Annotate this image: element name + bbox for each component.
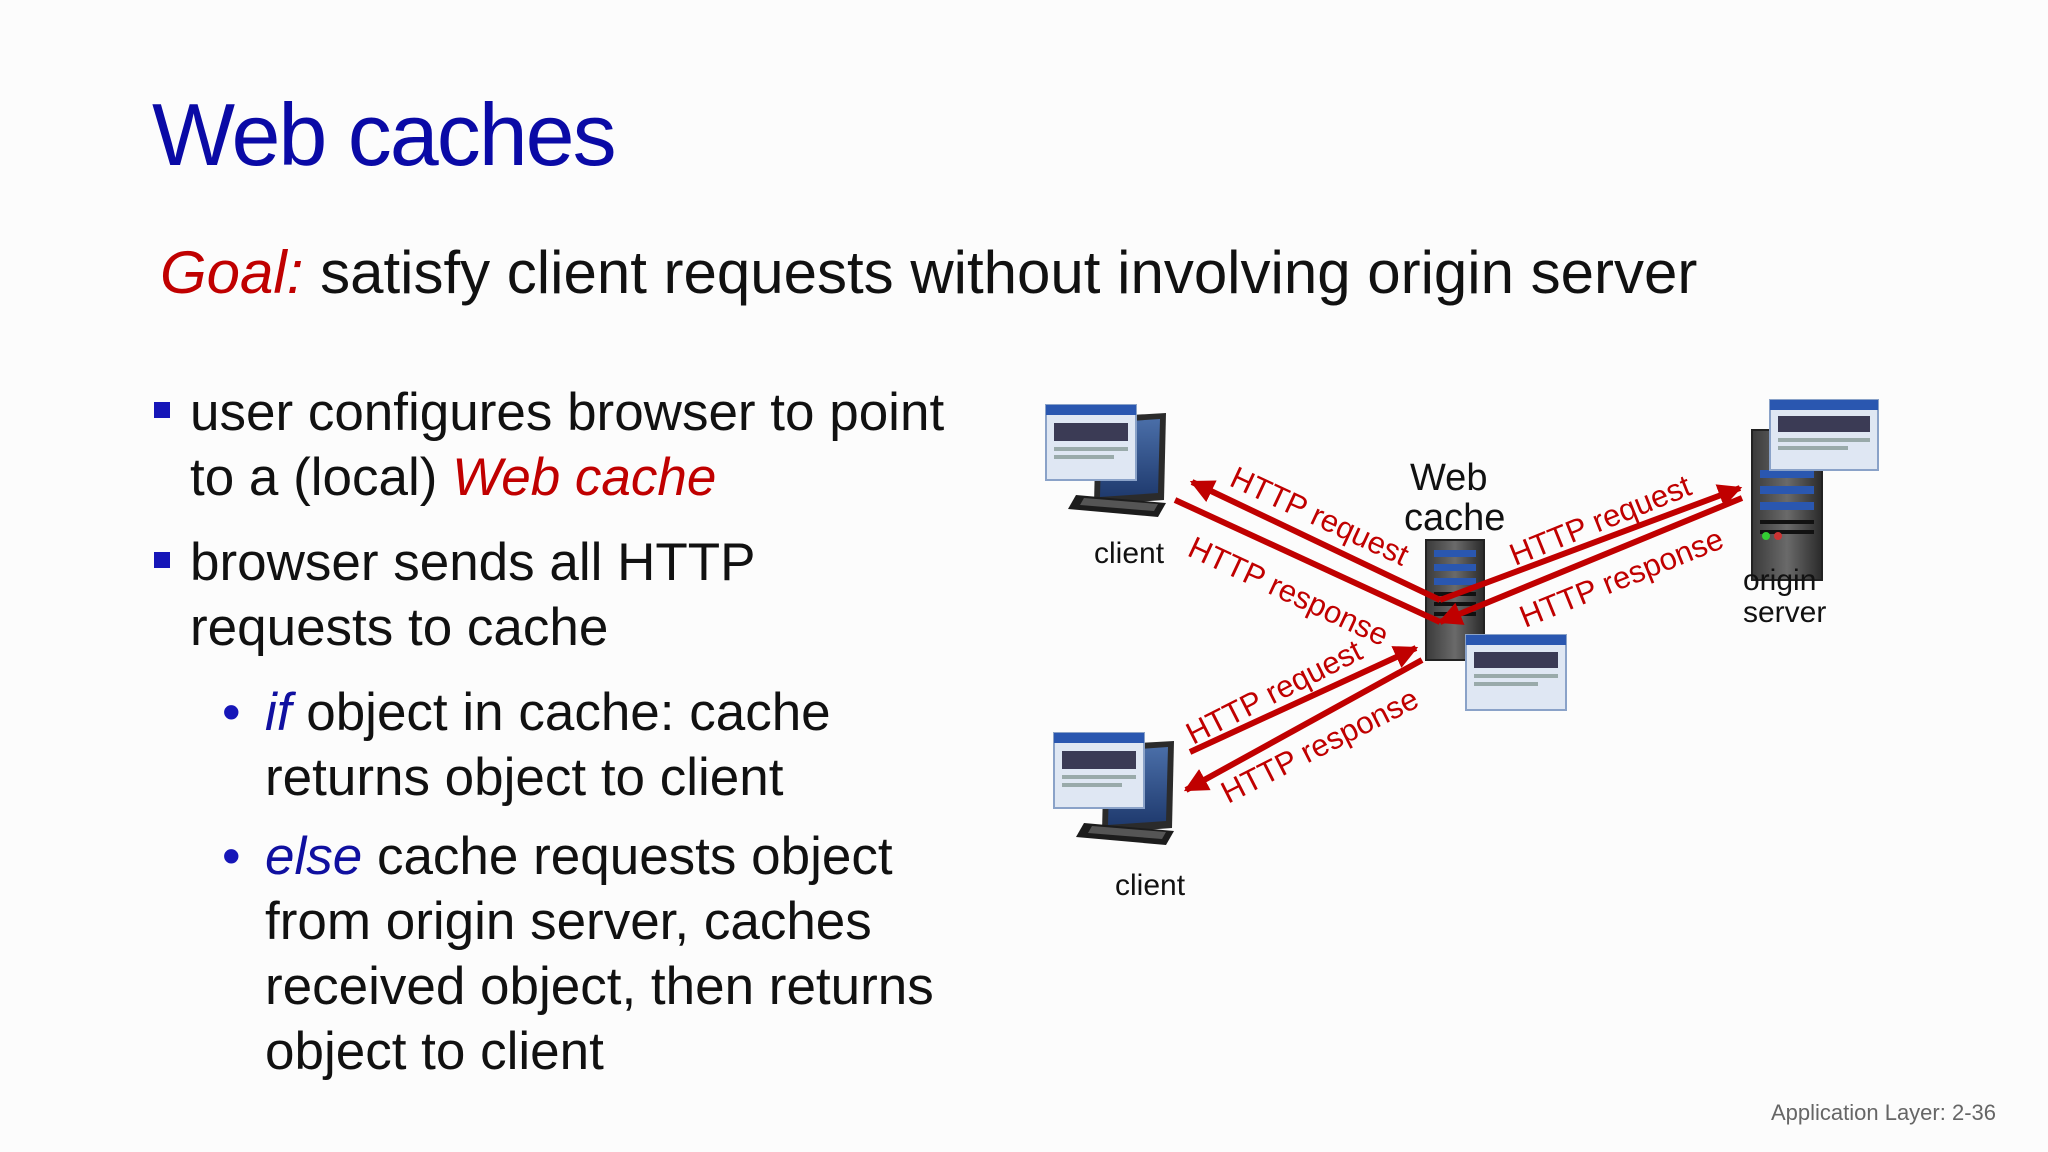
bullet-text: browser sends all HTTP requests to cache (190, 533, 755, 657)
sub-bullet-text: object in cache: cache returns object to… (265, 683, 831, 807)
bullet-list: user configures browser to point to a (l… (150, 380, 950, 1098)
slide-title: Web caches (152, 85, 617, 184)
bullet-emphasis: Web cache (452, 448, 717, 507)
response-arrow (1183, 657, 1424, 793)
sub-bullet-emphasis: if (265, 683, 292, 742)
response-arrow (1173, 497, 1442, 625)
origin-server-label: origin (1743, 564, 1816, 597)
goal-text: satisfy client requests without involvin… (303, 239, 1698, 306)
client-computer-icon (1053, 732, 1174, 845)
origin-server-label: server (1743, 596, 1826, 629)
request-arrow (1188, 645, 1419, 755)
web-cache-label: cache (1404, 497, 1505, 539)
http-arrows (1173, 479, 1744, 793)
client-computer-icon (1045, 404, 1166, 517)
bullet-text: user configures browser to point to a (l… (190, 383, 945, 507)
goal-statement: Goal: satisfy client requests without in… (160, 238, 1697, 307)
bullet-item: browser sends all HTTP requests to cache (150, 530, 950, 660)
sub-bullet-item: • else cache requests object from origin… (150, 824, 950, 1084)
dot-bullet-icon: • (222, 827, 241, 886)
web-cache-label: Web (1410, 457, 1487, 499)
request-arrow (1438, 484, 1743, 603)
sub-bullet-text: cache requests object from origin server… (265, 827, 934, 1081)
bullet-item: user configures browser to point to a (l… (150, 380, 950, 510)
sub-bullet-item: • if object in cache: cache returns obje… (150, 680, 950, 810)
slide-footer: Application Layer: 2-36 (1770, 1100, 1996, 1125)
client-label: client (1115, 869, 1186, 902)
dot-bullet-icon: • (222, 683, 241, 742)
goal-label: Goal: (160, 239, 304, 306)
origin-server-icon (1751, 399, 1879, 581)
web-cache-server-icon (1425, 539, 1567, 711)
square-bullet-icon (154, 552, 170, 568)
square-bullet-icon (154, 402, 170, 418)
client-label: client (1094, 537, 1165, 570)
response-arrow (1437, 495, 1744, 625)
request-arrow (1189, 479, 1442, 603)
sub-bullet-emphasis: else (265, 827, 363, 886)
